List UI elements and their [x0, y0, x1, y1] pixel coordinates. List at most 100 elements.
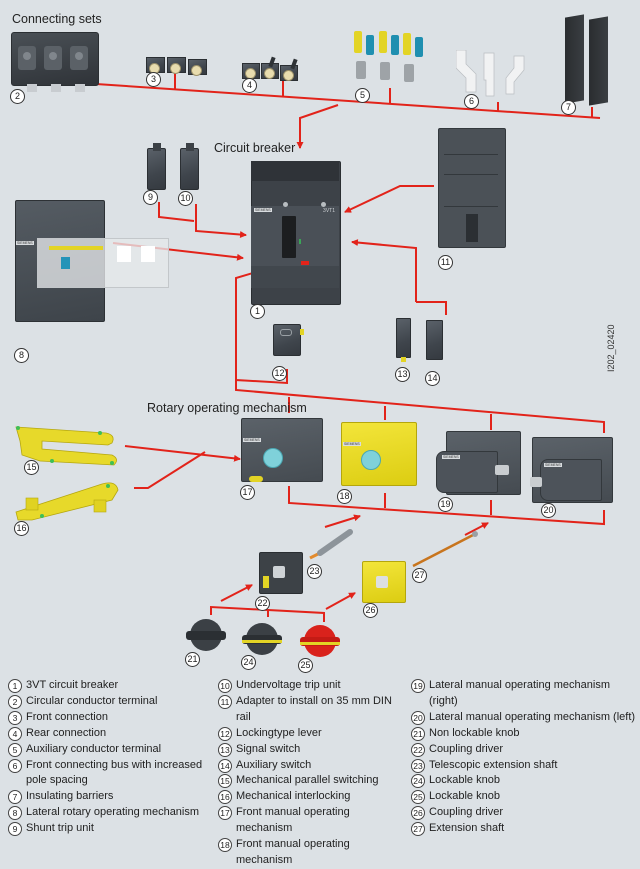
part-auxiliary-switch	[426, 320, 443, 360]
part-auxiliary-conductor-terminal	[354, 31, 426, 91]
brand-label: SIEMENS	[254, 208, 272, 212]
legend-number-badge: 15	[218, 774, 232, 789]
part-front-connection	[146, 57, 208, 76]
callout-1: 1	[250, 304, 265, 319]
legend-number-badge: 7	[8, 790, 22, 805]
legend-number-badge: 24	[411, 774, 425, 789]
brand-label-19: SIEMENS	[442, 455, 460, 459]
legend-item: 26 Coupling driver	[411, 805, 640, 821]
legend-number-badge: 5	[8, 742, 22, 757]
callout-26: 26	[363, 603, 378, 618]
legend-number-badge: 6	[8, 758, 22, 773]
callout-24: 24	[241, 655, 256, 670]
callout-3: 3	[146, 72, 161, 87]
part-front-manual-operating-mechanism-grey: SIEMENS	[241, 418, 323, 482]
part-lateral-manual-operating-mechanism-right: SIEMENS	[436, 431, 528, 495]
callout-7: 7	[561, 100, 576, 115]
part-undervoltage-trip-unit	[180, 143, 199, 190]
part-front-connecting-bus	[455, 49, 528, 98]
legend-item: 1 3VT circuit breaker	[8, 678, 218, 694]
section-title-circuit-breaker: Circuit breaker	[214, 141, 296, 155]
part-coupling-driver-grey	[259, 552, 303, 594]
callout-17: 17	[240, 485, 255, 500]
part-lateral-manual-operating-mechanism-left: SIEMENS	[530, 437, 614, 503]
section-title-connecting-sets: Connecting sets	[12, 12, 102, 26]
callout-22: 22	[255, 596, 270, 611]
legend-number-badge: 11	[218, 694, 232, 709]
callout-20: 20	[541, 503, 556, 518]
legend-item: 6 Front connecting bus with increased pol…	[8, 758, 218, 790]
callout-4: 4	[242, 78, 257, 93]
legend-text: Front connecting bus with increased pole…	[26, 758, 203, 787]
legend-number-badge: 18	[218, 838, 232, 853]
brand-label-8: SIEMENS	[16, 241, 34, 245]
part-circular-conductor-terminal	[11, 32, 99, 92]
legend-text: Lockable knob	[429, 790, 500, 803]
callout-12: 12	[272, 366, 287, 381]
brand-label-20: SIEMENS	[544, 463, 562, 467]
legend-number-badge: 4	[8, 726, 22, 741]
legend-text: Front manual operating mechanism	[236, 806, 350, 835]
legend-item: 18 Front manual operating mechanism	[218, 837, 408, 869]
legend-number-badge: 1	[8, 679, 22, 693]
legend-text: Auxiliary switch	[236, 758, 312, 771]
legend-number-badge: 26	[411, 806, 425, 821]
legend-item: 25 Lockable knob	[411, 789, 640, 805]
legend-number-badge: 21	[411, 726, 425, 741]
legend-number-badge: 20	[411, 710, 425, 725]
part-front-manual-operating-mechanism-yellow: SIEMENS	[341, 422, 417, 486]
legend-number-badge: 23	[411, 758, 425, 773]
legend-text: Lateral manual operating mechanism (left…	[429, 710, 636, 723]
legend-text: Mechanical interlocking	[236, 790, 351, 803]
legend-item: 10 Undervoltage trip unit	[218, 678, 408, 694]
callout-27: 27	[412, 568, 427, 583]
legend-text: Telescopic extension shaft	[429, 758, 558, 771]
callout-21: 21	[185, 652, 200, 667]
callout-15: 15	[24, 460, 39, 475]
part-locking-type-lever	[273, 324, 304, 356]
legend-number-badge: 25	[411, 790, 425, 805]
legend-number-badge: 10	[218, 679, 232, 693]
brand-label-18: SIEMENS	[343, 442, 361, 446]
callout-8: 8	[14, 348, 29, 363]
legend-number-badge: 17	[218, 806, 232, 821]
part-mechanical-interlocking	[12, 480, 120, 522]
part-extension-shaft	[412, 531, 478, 568]
legend-text: 3VT circuit breaker	[26, 679, 119, 691]
callout-14: 14	[425, 371, 440, 386]
legend-text: Undervoltage trip unit	[236, 679, 341, 691]
brand-label-17: SIEMENS	[243, 438, 261, 442]
legend-text: Coupling driver	[429, 806, 503, 819]
part-lockable-knob-red	[300, 625, 340, 661]
part-insulating-barriers	[565, 10, 611, 106]
legend-number-badge: 22	[411, 742, 425, 757]
part-lateral-rotary-operating-mechanism: SIEMENS	[15, 200, 169, 322]
legend-number-badge: 13	[218, 742, 232, 757]
legend-item: 23 Telescopic extension shaft	[411, 758, 640, 774]
callout-5: 5	[355, 88, 370, 103]
part-din-rail-adapter	[438, 128, 506, 248]
callout-25: 25	[298, 658, 313, 673]
callout-9: 9	[143, 190, 158, 205]
legend-number-badge: 8	[8, 806, 22, 821]
callout-10: 10	[178, 191, 193, 206]
legend-text: Front manual operating mechanism	[236, 838, 350, 866]
legend-text: Front connection	[26, 710, 108, 723]
part-non-lockable-knob	[186, 619, 226, 655]
part-3vt-circuit-breaker: SIEMENS 3VT1	[251, 161, 341, 305]
part-shunt-trip-unit	[147, 143, 166, 190]
callout-18: 18	[337, 489, 352, 504]
